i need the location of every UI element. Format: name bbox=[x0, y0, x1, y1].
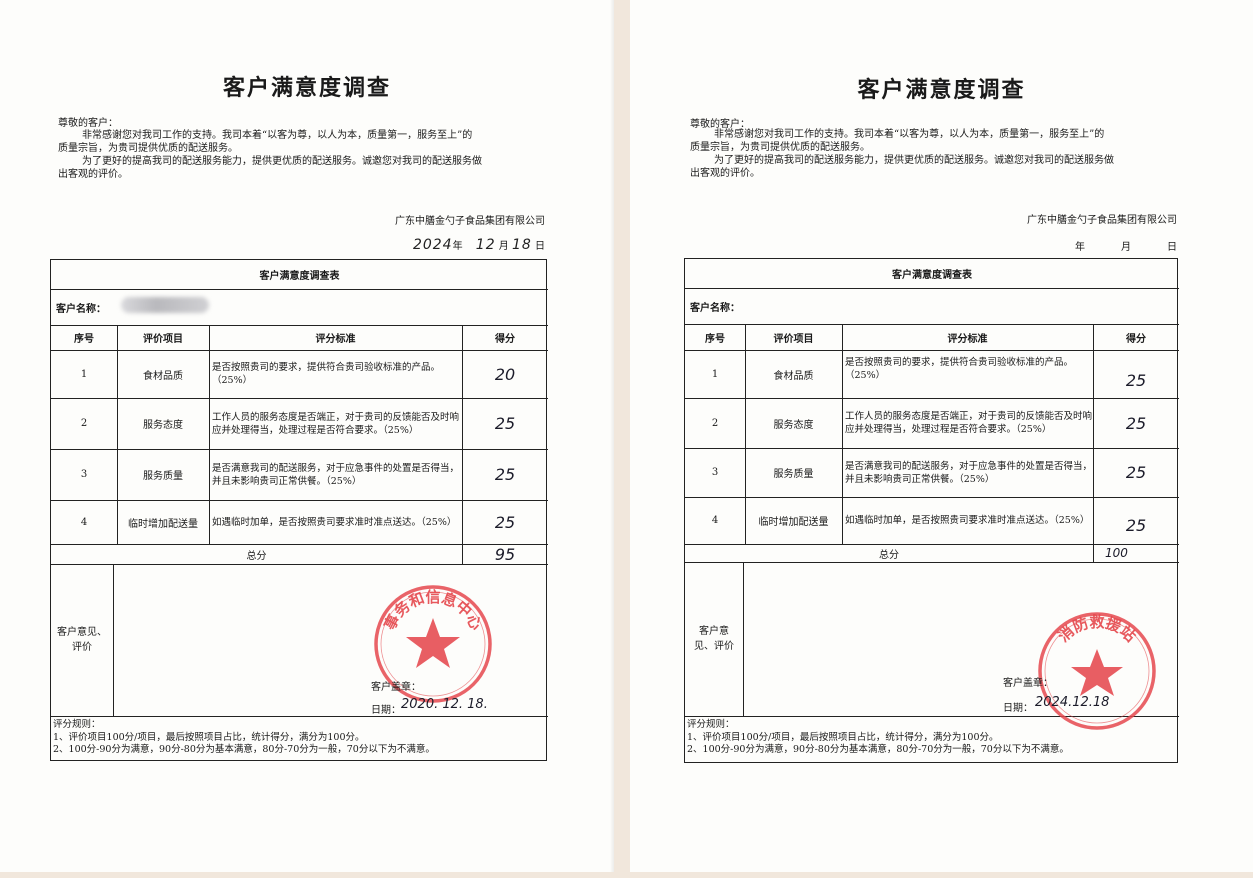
sign-date-label: 日期： bbox=[1003, 703, 1033, 714]
header-no: 序号 bbox=[74, 334, 94, 345]
row-criteria: 工作人员的服务态度是否端正，对于贵司的反馈能否及时响应并处理得当，处理过程是否符… bbox=[845, 411, 1093, 435]
header-date: 年月日 bbox=[1075, 242, 1177, 253]
stamp-label: 客户盖章： bbox=[1003, 678, 1053, 689]
header-item: 评价项目 bbox=[143, 334, 183, 345]
survey-table: 客户满意度调查表 客户名称： 序号 评价项目 评分标准 得分 1 食材品质 是否… bbox=[684, 258, 1179, 763]
row-score-handwritten: 20 bbox=[494, 364, 516, 384]
row-criteria: 是否按照贵司的要求，提供符合贵司验收标准的产品。（25%） bbox=[212, 362, 441, 386]
scoring-rules: 评分规则： 1、评价项目100分/项目，最后按照项目占比，统计得分，满分为100… bbox=[687, 719, 1069, 755]
page-title: 客户满意度调查 bbox=[857, 77, 1026, 103]
date-month-handwritten: 12 bbox=[475, 237, 496, 253]
row-score-handwritten: 25 bbox=[494, 512, 516, 532]
row-score-handwritten: 25 bbox=[494, 414, 516, 433]
row-item: 服务态度 bbox=[773, 419, 814, 431]
row-item: 服务质量 bbox=[773, 469, 814, 480]
header-score: 得分 bbox=[1126, 333, 1146, 345]
survey-page-left: 客户满意度调查 尊敬的客户： 非常感谢您对我司工作的支持。我司本着“以客为尊，以… bbox=[0, 0, 614, 872]
row-criteria: 是否满意我司的配送服务，对于应急事件的处置是否得当，并且未影响贵司正常供餐。（2… bbox=[845, 460, 1093, 485]
official-seal-stamp: 消防救援站 bbox=[1038, 612, 1156, 730]
row-no: 4 bbox=[711, 515, 719, 526]
survey-table: 客户满意度调查表 客户名称： 序号 评价项目 评分标准 得分 1 食材品质 是否… bbox=[50, 259, 548, 761]
customer-name-redacted bbox=[121, 297, 209, 313]
row-score-handwritten: 25 bbox=[1125, 370, 1147, 390]
opinion-label: 客户意见、评价 bbox=[694, 626, 734, 652]
seal-text: 消防救援站 bbox=[1055, 613, 1140, 646]
header-item: 评价项目 bbox=[773, 333, 814, 345]
company-name: 广东中膳金勺子食品集团有限公司 bbox=[1027, 215, 1177, 226]
row-item: 服务质量 bbox=[143, 471, 183, 482]
greeting: 尊敬的客户： bbox=[690, 119, 750, 130]
row-score-handwritten: 25 bbox=[1125, 413, 1147, 433]
official-seal-stamp: 事务和信息中心 bbox=[374, 585, 492, 703]
page-title: 客户满意度调查 bbox=[222, 75, 391, 101]
row-no: 1 bbox=[80, 368, 88, 380]
greeting: 尊敬的客户： bbox=[58, 118, 118, 129]
row-no: 2 bbox=[711, 417, 719, 429]
total-label: 总分 bbox=[246, 550, 267, 562]
row-criteria: 工作人员的服务态度是否端正，对于贵司的反馈能否及时响应并处理得当，处理过程是否符… bbox=[212, 411, 460, 436]
row-criteria: 如遇临时加单，是否按照贵司要求准时准点送达。（25%） bbox=[845, 515, 1090, 526]
row-criteria: 是否满意我司的配送服务，对于应急事件的处置是否得当，并且未影响贵司正常供餐。（2… bbox=[212, 462, 460, 487]
row-item: 服务态度 bbox=[143, 420, 183, 431]
opinion-label: 客户意见、评价 bbox=[57, 627, 107, 653]
sign-date-handwritten: 2020. 12. 18. bbox=[401, 697, 488, 712]
row-item: 食材品质 bbox=[773, 370, 814, 382]
date-year-handwritten: 2024 bbox=[412, 237, 453, 253]
stamp-label: 客户盖章： bbox=[371, 682, 421, 693]
sign-date-label: 日期： bbox=[371, 705, 401, 716]
scoring-rules: 评分规则： 1、评价项目100分/项目，最后按照项目占比，统计得分，满分为100… bbox=[53, 719, 435, 755]
total-score-handwritten: 100 bbox=[1105, 546, 1128, 560]
intro-paragraph: 非常感谢您对我司工作的支持。我司本着“以客为尊，以人为本，质量第一，服务至上”的… bbox=[690, 129, 1114, 179]
sign-date-handwritten: 2024.12.18 bbox=[1035, 695, 1110, 710]
date-day-handwritten: 18 bbox=[511, 237, 532, 253]
total-label: 总分 bbox=[879, 549, 899, 561]
company-name: 广东中膳金勺子食品集团有限公司 bbox=[395, 216, 545, 227]
header-no: 序号 bbox=[705, 333, 725, 345]
total-score-handwritten: 95 bbox=[494, 544, 516, 564]
row-no: 4 bbox=[80, 516, 88, 528]
header-criteria: 评分标准 bbox=[315, 334, 356, 345]
header-score: 得分 bbox=[495, 334, 515, 345]
row-item: 临时增加配送量 bbox=[758, 517, 829, 528]
customer-name-label: 客户名称： bbox=[690, 302, 740, 314]
survey-page-right: 客户满意度调查 尊敬的客户： 非常感谢您对我司工作的支持。我司本着“以客为尊，以… bbox=[630, 0, 1253, 872]
row-score-handwritten: 25 bbox=[1125, 463, 1147, 482]
row-criteria: 是否按照贵司的要求，提供符合贵司验收标准的产品。（25%） bbox=[845, 357, 1074, 381]
header-date: 2024年 12 月 18 日 bbox=[412, 237, 545, 253]
svg-text:消防救援站: 消防救援站 bbox=[1055, 613, 1140, 646]
row-item: 食材品质 bbox=[143, 370, 183, 382]
table-title: 客户满意度调查表 bbox=[259, 271, 340, 282]
row-no: 3 bbox=[80, 469, 88, 480]
row-no: 2 bbox=[80, 418, 88, 429]
row-score-handwritten: 25 bbox=[494, 465, 516, 484]
customer-name-label: 客户名称： bbox=[56, 303, 106, 315]
row-criteria: 如遇临时加单，是否按照贵司要求准时准点送达。（25%） bbox=[212, 516, 457, 528]
row-item: 临时增加配送量 bbox=[128, 518, 198, 530]
row-no: 3 bbox=[711, 467, 719, 478]
table-title: 客户满意度调查表 bbox=[892, 270, 972, 281]
header-criteria: 评分标准 bbox=[947, 333, 988, 345]
row-no: 1 bbox=[711, 368, 719, 380]
intro-paragraph: 非常感谢您对我司工作的支持。我司本着“以客为尊，以人为本，质量第一，服务至上”的… bbox=[58, 130, 482, 180]
row-score-handwritten: 25 bbox=[1125, 516, 1147, 535]
